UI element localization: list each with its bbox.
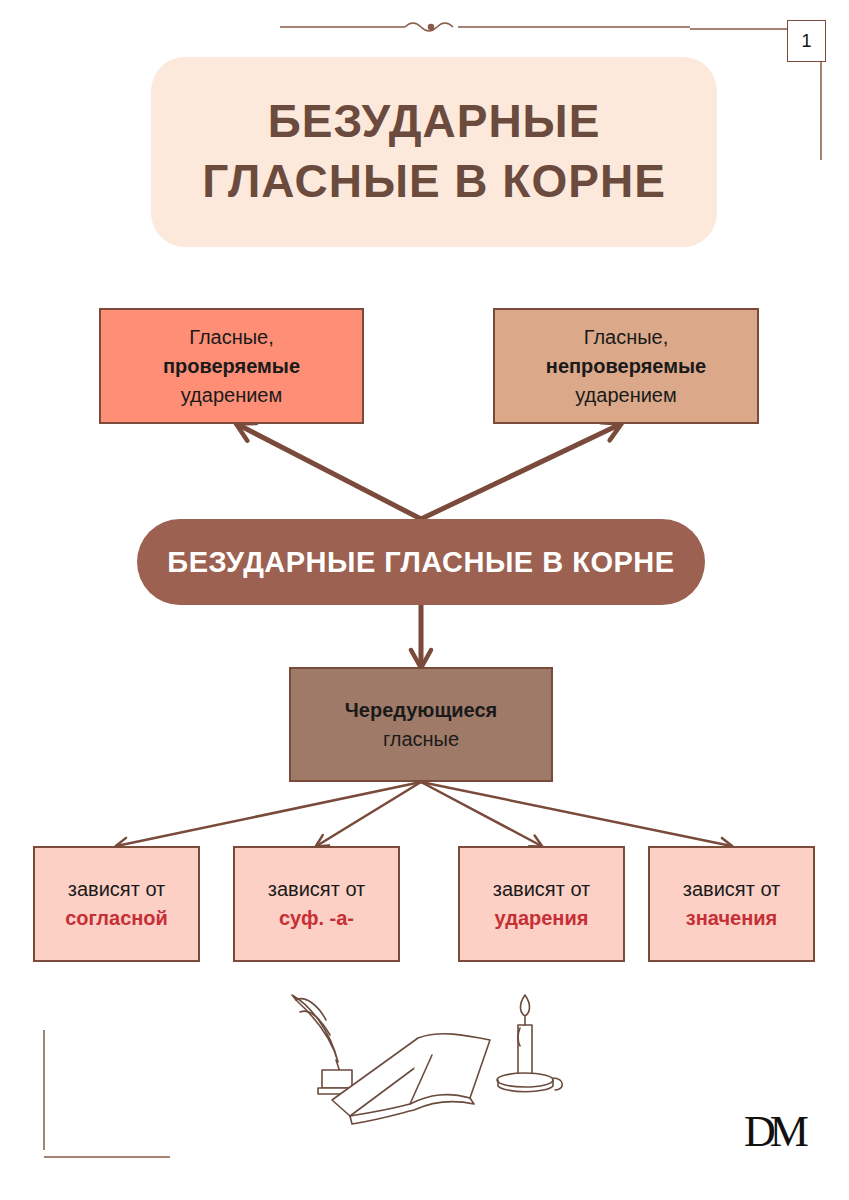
node-text: непроверяемые: [546, 352, 706, 381]
node-text: проверяемые: [163, 352, 300, 381]
node-text: согласной: [65, 904, 168, 933]
node-text: суф. -а-: [279, 904, 354, 933]
node-text: ударением: [181, 381, 282, 410]
arrow-connector: [421, 782, 732, 846]
title-box: БЕЗУДАРНЫЕ ГЛАСНЫЕ В КОРНЕ: [151, 57, 717, 247]
rule-box: зависят отзначения: [648, 846, 815, 962]
arrow-connector: [419, 605, 424, 667]
node-text: Чередующиеся: [345, 696, 497, 725]
arrow-connector: [237, 424, 421, 519]
node-text: значения: [686, 904, 777, 933]
node-text: Гласные,: [189, 323, 274, 352]
node-text: зависят от: [268, 875, 365, 904]
node-text: зависят от: [683, 875, 780, 904]
arrow-connector: [317, 782, 422, 846]
node-text: зависят от: [68, 875, 165, 904]
node-text: Гласные,: [584, 323, 669, 352]
logo: DM: [744, 1106, 803, 1157]
frame-lines: [44, 23, 821, 1157]
book-quill-candle: [292, 995, 562, 1124]
title: БЕЗУДАРНЫЕ ГЛАСНЫЕ В КОРНЕ: [151, 92, 717, 212]
arrow-connector: [117, 782, 422, 846]
category-box: Гласные,непроверяемыеударением: [493, 308, 759, 424]
rule-box: зависят отударения: [458, 846, 625, 962]
node-text: зависят от: [493, 875, 590, 904]
rule-box: зависят отсуф. -а-: [233, 846, 400, 962]
central-pill: БЕЗУДАРНЫЕ ГЛАСНЫЕ В КОРНЕ: [137, 519, 705, 605]
node-text: ударения: [495, 904, 589, 933]
alternation-box: Чередующиесягласные: [289, 667, 553, 782]
rule-box: зависят отсогласной: [33, 846, 200, 962]
node-text: БЕЗУДАРНЫЕ ГЛАСНЫЕ В КОРНЕ: [167, 545, 674, 580]
node-text: ударением: [575, 381, 676, 410]
node-text: гласные: [383, 725, 459, 754]
category-box: Гласные,проверяемыеударением: [99, 308, 364, 424]
arrow-connector: [421, 782, 542, 846]
page-number: 1: [787, 20, 826, 62]
arrow-connector: [421, 424, 621, 519]
